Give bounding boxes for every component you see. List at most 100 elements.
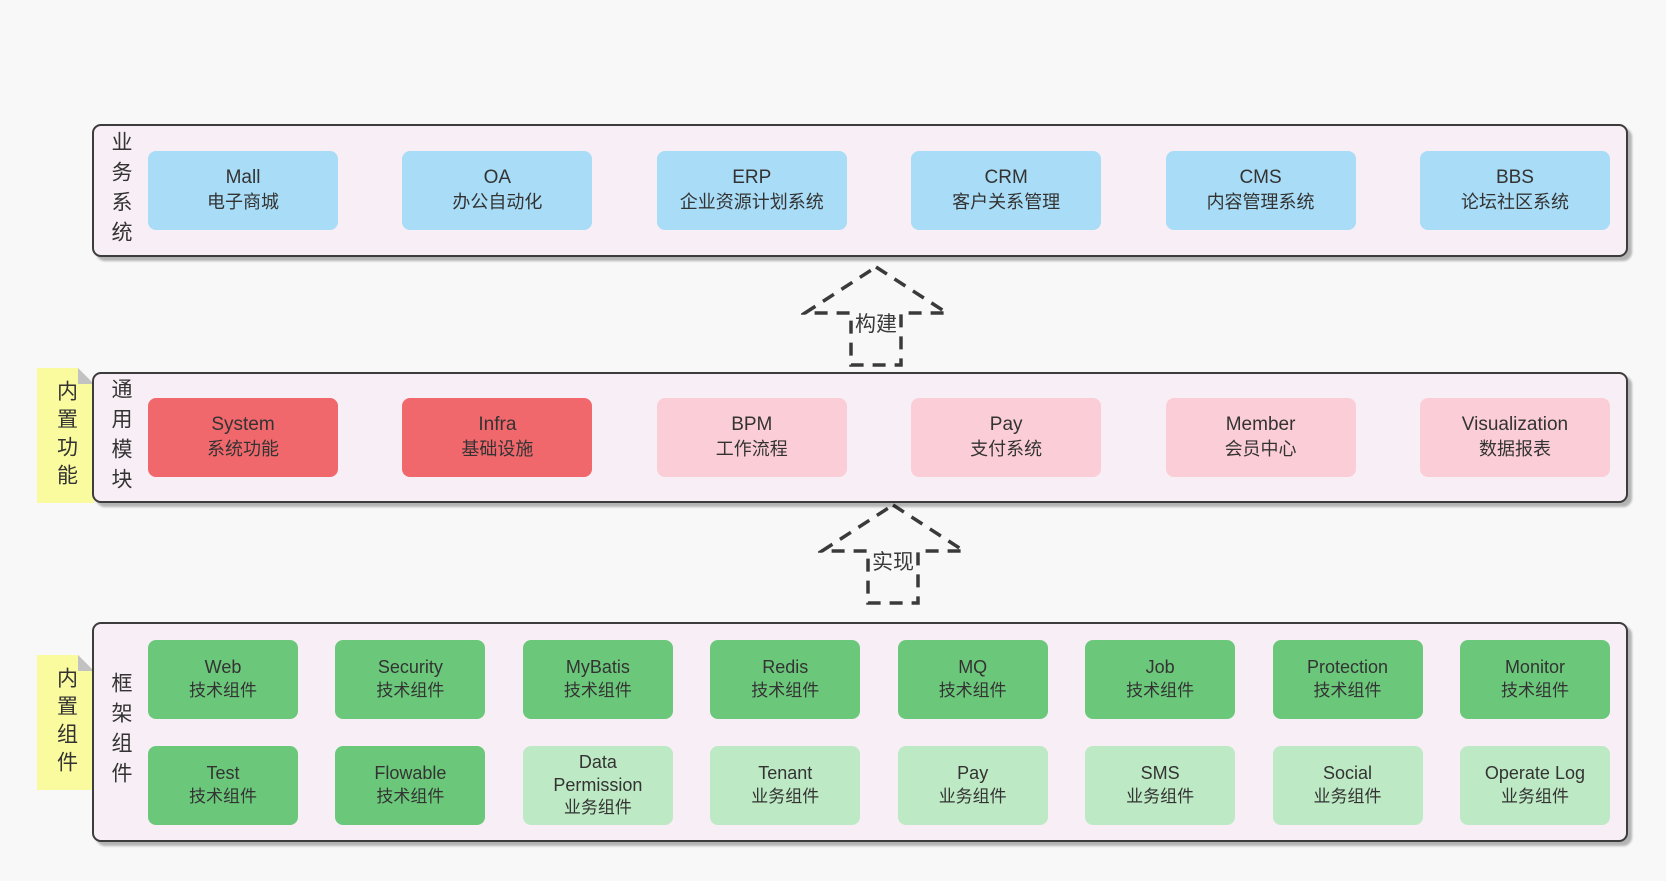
framework-components-rows: Web 技术组件 Security 技术组件 MyBatis 技术组件 Redi… <box>146 624 1626 840</box>
box-title: Social <box>1323 763 1373 784</box>
diagram-box-pay-component: Pay 业务组件 <box>897 745 1048 825</box>
sticky-note-text: 内置组件 <box>54 666 78 779</box>
diagram-box-flowable: Flowable 技术组件 <box>335 745 486 825</box>
box-title: Pay <box>957 763 989 784</box>
diagram-box-redis: Redis 技术组件 <box>710 639 861 719</box>
arrow-implement-label: 实现 <box>870 546 916 576</box>
box-title: Mall <box>225 167 261 189</box>
box-subtitle: 技术组件 <box>376 680 445 700</box>
diagram-box-infra: Infra 基础设施 <box>402 398 593 477</box>
box-title: Data Permission <box>553 751 643 795</box>
up-arrow-icon <box>801 264 951 367</box>
box-subtitle: 企业资源计划系统 <box>679 192 824 213</box>
box-title: Operate Log <box>1484 763 1585 784</box>
diagram-box-member: Member 会员中心 <box>1165 398 1356 477</box>
framework-components-row-1: Web 技术组件 Security 技术组件 MyBatis 技术组件 Redi… <box>146 639 1626 719</box>
business-systems-row: Mall 电子商城 OA 办公自动化 ERP 企业资源计划系统 CRM 客户关系… <box>146 126 1626 255</box>
box-subtitle: 客户关系管理 <box>952 192 1061 213</box>
diagram-box-oa: OA 办公自动化 <box>402 151 593 230</box>
box-subtitle: 电子商城 <box>207 192 279 213</box>
box-title: OA <box>483 167 512 189</box>
diagram-box-cms: CMS 内容管理系统 <box>1165 151 1356 230</box>
diagram-box-job: Job 技术组件 <box>1085 639 1236 719</box>
box-subtitle: 技术组件 <box>938 680 1007 700</box>
diagram-box-visualization: Visualization 数据报表 <box>1419 398 1610 477</box>
box-subtitle: 技术组件 <box>189 786 257 806</box>
band-label-text: 通用模块 <box>109 377 132 498</box>
box-subtitle: 系统功能 <box>207 439 279 460</box>
diagram-box-bpm: BPM 工作流程 <box>656 398 847 477</box>
box-title: MQ <box>958 657 988 678</box>
box-title: CRM <box>984 167 1028 189</box>
diagram-box-test: Test 技术组件 <box>148 745 298 825</box>
box-title: Job <box>1145 657 1175 678</box>
box-subtitle: 业务组件 <box>1313 786 1382 806</box>
band-label-business-systems: 业务系统 <box>94 126 146 255</box>
sticky-note-text: 内置功能 <box>54 379 78 492</box>
diagram-box-mall: Mall 电子商城 <box>148 151 338 230</box>
box-subtitle: 技术组件 <box>376 786 445 806</box>
band-business-systems: 业务系统 Mall 电子商城 OA 办公自动化 ERP 企业资源计划系统 CRM… <box>92 124 1628 257</box>
band-framework-components: 框架组件 Web 技术组件 Security 技术组件 MyBatis 技术组件… <box>92 622 1628 842</box>
box-title: Tenant <box>758 763 813 784</box>
diagram-box-pay-module: Pay 支付系统 <box>911 398 1102 477</box>
box-title: Member <box>1225 414 1296 436</box>
box-subtitle: 业务组件 <box>938 786 1007 806</box>
box-subtitle: 工作流程 <box>715 439 788 460</box>
diagram-box-bbs: BBS 论坛社区系统 <box>1419 151 1610 230</box>
box-title: Redis <box>762 657 809 678</box>
box-subtitle: 基础设施 <box>461 439 534 460</box>
sticky-note-builtin-features: 内置功能 <box>37 368 94 503</box>
box-subtitle: 业务组件 <box>1500 786 1569 806</box>
diagram-box-mybatis: MyBatis 技术组件 <box>522 639 673 719</box>
box-title: Security <box>377 657 443 678</box>
box-title: Protection <box>1307 657 1389 678</box>
diagram-box-web: Web 技术组件 <box>148 639 298 719</box>
diagram-box-tenant: Tenant 业务组件 <box>710 745 861 825</box>
box-title: CMS <box>1239 167 1282 189</box>
diagram-box-mq: MQ 技术组件 <box>897 639 1048 719</box>
box-subtitle: 业务组件 <box>1126 786 1195 806</box>
diagram-box-erp: ERP 企业资源计划系统 <box>656 151 847 230</box>
diagram-box-operate-log: Operate Log 业务组件 <box>1459 745 1610 825</box>
band-label-common-modules: 通用模块 <box>94 374 146 501</box>
arrow-build-label: 构建 <box>853 308 899 338</box>
box-subtitle: 技术组件 <box>1313 680 1382 700</box>
diagram-box-social: Social 业务组件 <box>1272 745 1423 825</box>
box-subtitle: 技术组件 <box>1500 680 1569 700</box>
diagram-box-system: System 系统功能 <box>148 398 338 477</box>
framework-components-row-2: Test 技术组件 Flowable 技术组件 Data Permission … <box>146 745 1626 825</box>
box-title: Flowable <box>374 763 447 784</box>
box-title: Infra <box>478 414 517 436</box>
box-subtitle: 办公自动化 <box>452 192 543 213</box>
box-title: BBS <box>1495 167 1534 189</box>
diagram-box-crm: CRM 客户关系管理 <box>911 151 1102 230</box>
box-title: Pay <box>989 414 1023 436</box>
box-title: Visualization <box>1461 414 1569 436</box>
box-title: SMS <box>1140 763 1180 784</box>
diagram-box-data-permission: Data Permission 业务组件 <box>522 745 673 825</box>
diagram-box-sms: SMS 业务组件 <box>1085 745 1236 825</box>
box-subtitle: 内容管理系统 <box>1206 192 1315 213</box>
box-title: Web <box>204 657 242 678</box>
box-subtitle: 会员中心 <box>1224 439 1297 460</box>
box-title: System <box>211 414 275 436</box>
diagram-box-monitor: Monitor 技术组件 <box>1459 639 1610 719</box>
box-subtitle: 论坛社区系统 <box>1460 192 1569 213</box>
box-subtitle: 技术组件 <box>1126 680 1195 700</box>
box-subtitle: 业务组件 <box>751 786 820 806</box>
box-title: ERP <box>732 167 772 189</box>
up-arrow-icon <box>818 502 968 605</box>
box-title: Monitor <box>1504 657 1565 678</box>
common-modules-row: System 系统功能 Infra 基础设施 BPM 工作流程 Pay 支付系统… <box>146 374 1626 501</box>
band-label-text: 业务系统 <box>109 130 132 251</box>
box-title: MyBatis <box>565 657 630 678</box>
box-title: Test <box>206 763 240 784</box>
diagram-box-protection: Protection 技术组件 <box>1272 639 1423 719</box>
band-label-text: 框架组件 <box>109 672 132 792</box>
box-subtitle: 技术组件 <box>751 680 820 700</box>
box-title: BPM <box>731 414 773 436</box>
band-common-modules: 通用模块 System 系统功能 Infra 基础设施 BPM 工作流程 Pay… <box>92 372 1628 503</box>
arrow-build: 构建 <box>801 262 951 370</box>
